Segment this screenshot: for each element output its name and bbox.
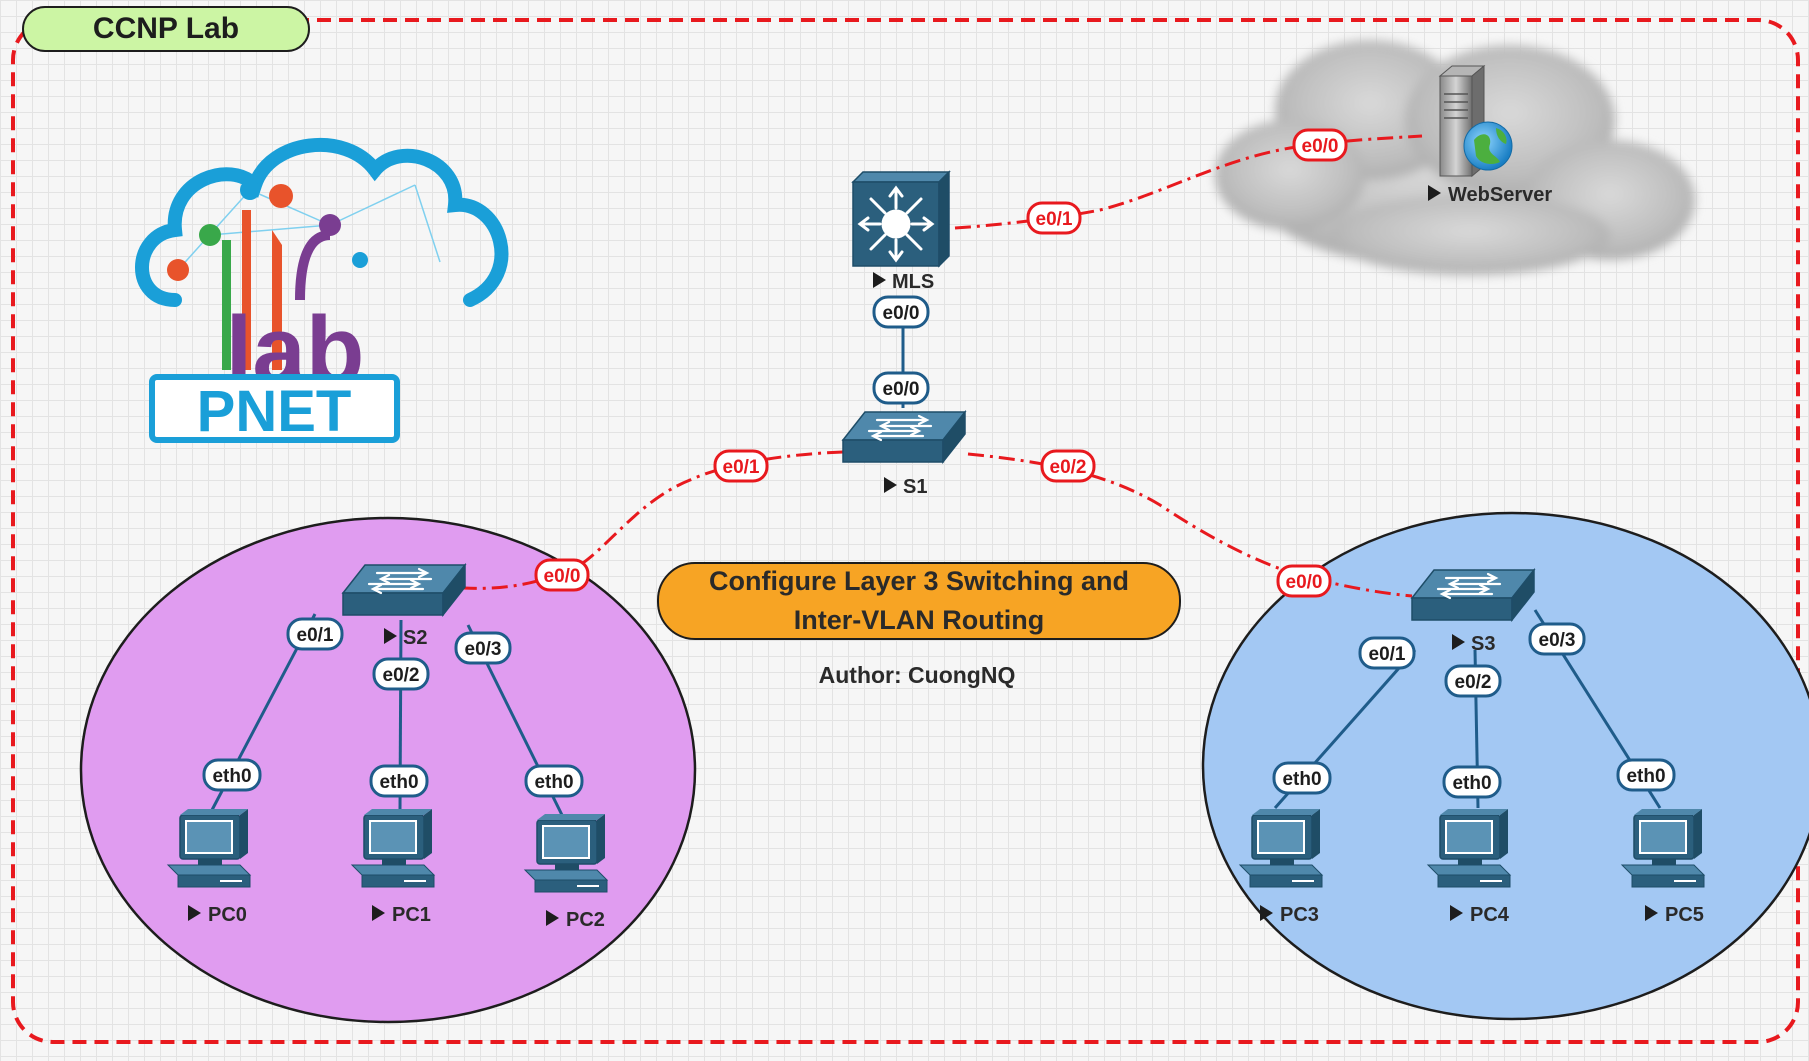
play-icon xyxy=(1450,905,1463,921)
port-badge-mls-e01: e0/1 xyxy=(1026,201,1082,235)
s1-switch-icon[interactable] xyxy=(841,410,967,464)
svg-text:e0/1: e0/1 xyxy=(297,625,334,646)
svg-text:PC2: PC2 xyxy=(566,909,605,931)
svg-text:e0/0: e0/0 xyxy=(883,303,920,324)
svg-text:MLS: MLS xyxy=(892,271,934,293)
pc3-label[interactable]: PC3 xyxy=(1260,904,1319,926)
switch-dot-icon xyxy=(199,224,221,246)
pnet-logo: lab PNET xyxy=(135,137,509,444)
pc2-label[interactable]: PC2 xyxy=(546,909,605,931)
svg-text:eth0: eth0 xyxy=(534,772,573,793)
port-badge-pc4-eth0: eth0 xyxy=(1442,765,1502,799)
topic-title: Configure Layer 3 Switching and Inter-VL… xyxy=(657,562,1181,640)
pc5-computer-icon[interactable] xyxy=(1621,808,1705,888)
svg-text:e0/2: e0/2 xyxy=(1050,457,1087,478)
svg-text:PC0: PC0 xyxy=(208,904,247,926)
svg-text:e0/0: e0/0 xyxy=(544,566,581,587)
play-icon xyxy=(1452,634,1465,650)
router-dot-icon xyxy=(167,259,189,281)
s2-label[interactable]: S2 xyxy=(384,627,427,649)
pc4-computer-icon[interactable] xyxy=(1427,808,1511,888)
pc2-computer-icon[interactable] xyxy=(524,813,608,893)
svg-text:PC5: PC5 xyxy=(1665,904,1704,926)
port-badge-s2-e02: e0/2 xyxy=(372,657,430,691)
author-label: Author: CuongNQ xyxy=(818,662,1016,688)
port-badge-mls-e00: e0/0 xyxy=(872,295,930,329)
play-icon xyxy=(546,910,559,926)
port-badge-s3-e01: e0/1 xyxy=(1358,636,1416,670)
svg-text:PC4: PC4 xyxy=(1470,904,1510,926)
svg-text:e0/2: e0/2 xyxy=(1455,672,1492,693)
svg-text:e0/0: e0/0 xyxy=(1286,572,1323,593)
svg-text:e0/3: e0/3 xyxy=(1539,630,1576,651)
port-badge-web-e00: e0/0 xyxy=(1292,128,1348,162)
svg-text:eth0: eth0 xyxy=(379,772,418,793)
logo-word-pnet: PNET xyxy=(197,379,352,444)
port-badge-s1-e02: e0/2 xyxy=(1040,449,1096,483)
pc1-computer-icon[interactable] xyxy=(351,808,435,888)
svg-text:eth0: eth0 xyxy=(1452,773,1491,794)
pc0-label[interactable]: PC0 xyxy=(188,904,247,926)
s2-switch-icon[interactable] xyxy=(341,563,467,617)
pc0-computer-icon[interactable] xyxy=(167,808,251,888)
s3-switch-icon[interactable] xyxy=(1410,568,1536,622)
s1-label[interactable]: S1 xyxy=(884,476,927,498)
port-badge-pc0-eth0: eth0 xyxy=(202,758,262,792)
port-badge-s3-e02: e0/2 xyxy=(1444,664,1502,698)
svg-text:e0/1: e0/1 xyxy=(1369,644,1406,665)
play-icon xyxy=(384,628,397,644)
webserver-label[interactable]: WebServer xyxy=(1428,184,1552,206)
svg-text:e0/0: e0/0 xyxy=(883,379,920,400)
svg-text:S2: S2 xyxy=(403,627,427,649)
port-badge-pc1-eth0: eth0 xyxy=(369,764,429,798)
port-badge-s2-e01: e0/1 xyxy=(286,617,344,651)
pc4-label[interactable]: PC4 xyxy=(1450,904,1510,926)
play-icon xyxy=(372,905,385,921)
port-badge-s2-e00: e0/0 xyxy=(534,558,590,592)
svg-text:eth0: eth0 xyxy=(1626,766,1665,787)
pc3-computer-icon[interactable] xyxy=(1239,808,1323,888)
svg-text:PC1: PC1 xyxy=(392,904,431,926)
svg-text:eth0: eth0 xyxy=(1282,769,1321,790)
svg-text:e0/1: e0/1 xyxy=(723,457,760,478)
svg-text:e0/3: e0/3 xyxy=(465,639,502,660)
port-badge-s1-e00: e0/0 xyxy=(872,371,930,405)
svg-text:WebServer: WebServer xyxy=(1448,184,1552,206)
play-icon xyxy=(188,905,201,921)
port-badge-pc3-eth0: eth0 xyxy=(1272,761,1332,795)
port-badge-s3-e00: e0/0 xyxy=(1276,564,1332,598)
pc1-label[interactable]: PC1 xyxy=(372,904,431,926)
svg-text:S3: S3 xyxy=(1471,633,1495,655)
port-badge-s3-e03: e0/3 xyxy=(1528,622,1586,656)
play-icon xyxy=(1428,185,1441,201)
svg-text:S1: S1 xyxy=(903,476,927,498)
play-icon xyxy=(884,477,897,493)
port-badge-pc5-eth0: eth0 xyxy=(1616,758,1676,792)
svg-text:e0/2: e0/2 xyxy=(383,665,420,686)
lan-right-zone xyxy=(1201,511,1809,1021)
pc5-label[interactable]: PC5 xyxy=(1645,904,1704,926)
lab-title: CCNP Lab xyxy=(22,6,310,52)
play-icon xyxy=(1260,905,1273,921)
svg-text:e0/0: e0/0 xyxy=(1302,136,1339,157)
play-icon xyxy=(1645,905,1658,921)
play-icon xyxy=(873,272,886,288)
port-badge-s2-e03: e0/3 xyxy=(454,631,512,665)
svg-text:e0/1: e0/1 xyxy=(1036,209,1073,230)
mls-device[interactable] xyxy=(851,170,951,268)
multilayer-switch-icon xyxy=(857,185,935,263)
webserver-device[interactable] xyxy=(1438,64,1513,178)
port-badge-pc2-eth0: eth0 xyxy=(524,764,584,798)
mls-label[interactable]: MLS xyxy=(873,271,934,293)
port-badge-s1-e01: e0/1 xyxy=(713,449,769,483)
svg-text:eth0: eth0 xyxy=(212,766,251,787)
svg-text:PC3: PC3 xyxy=(1280,904,1319,926)
s3-label[interactable]: S3 xyxy=(1452,633,1495,655)
network-dot-icon xyxy=(240,180,260,200)
